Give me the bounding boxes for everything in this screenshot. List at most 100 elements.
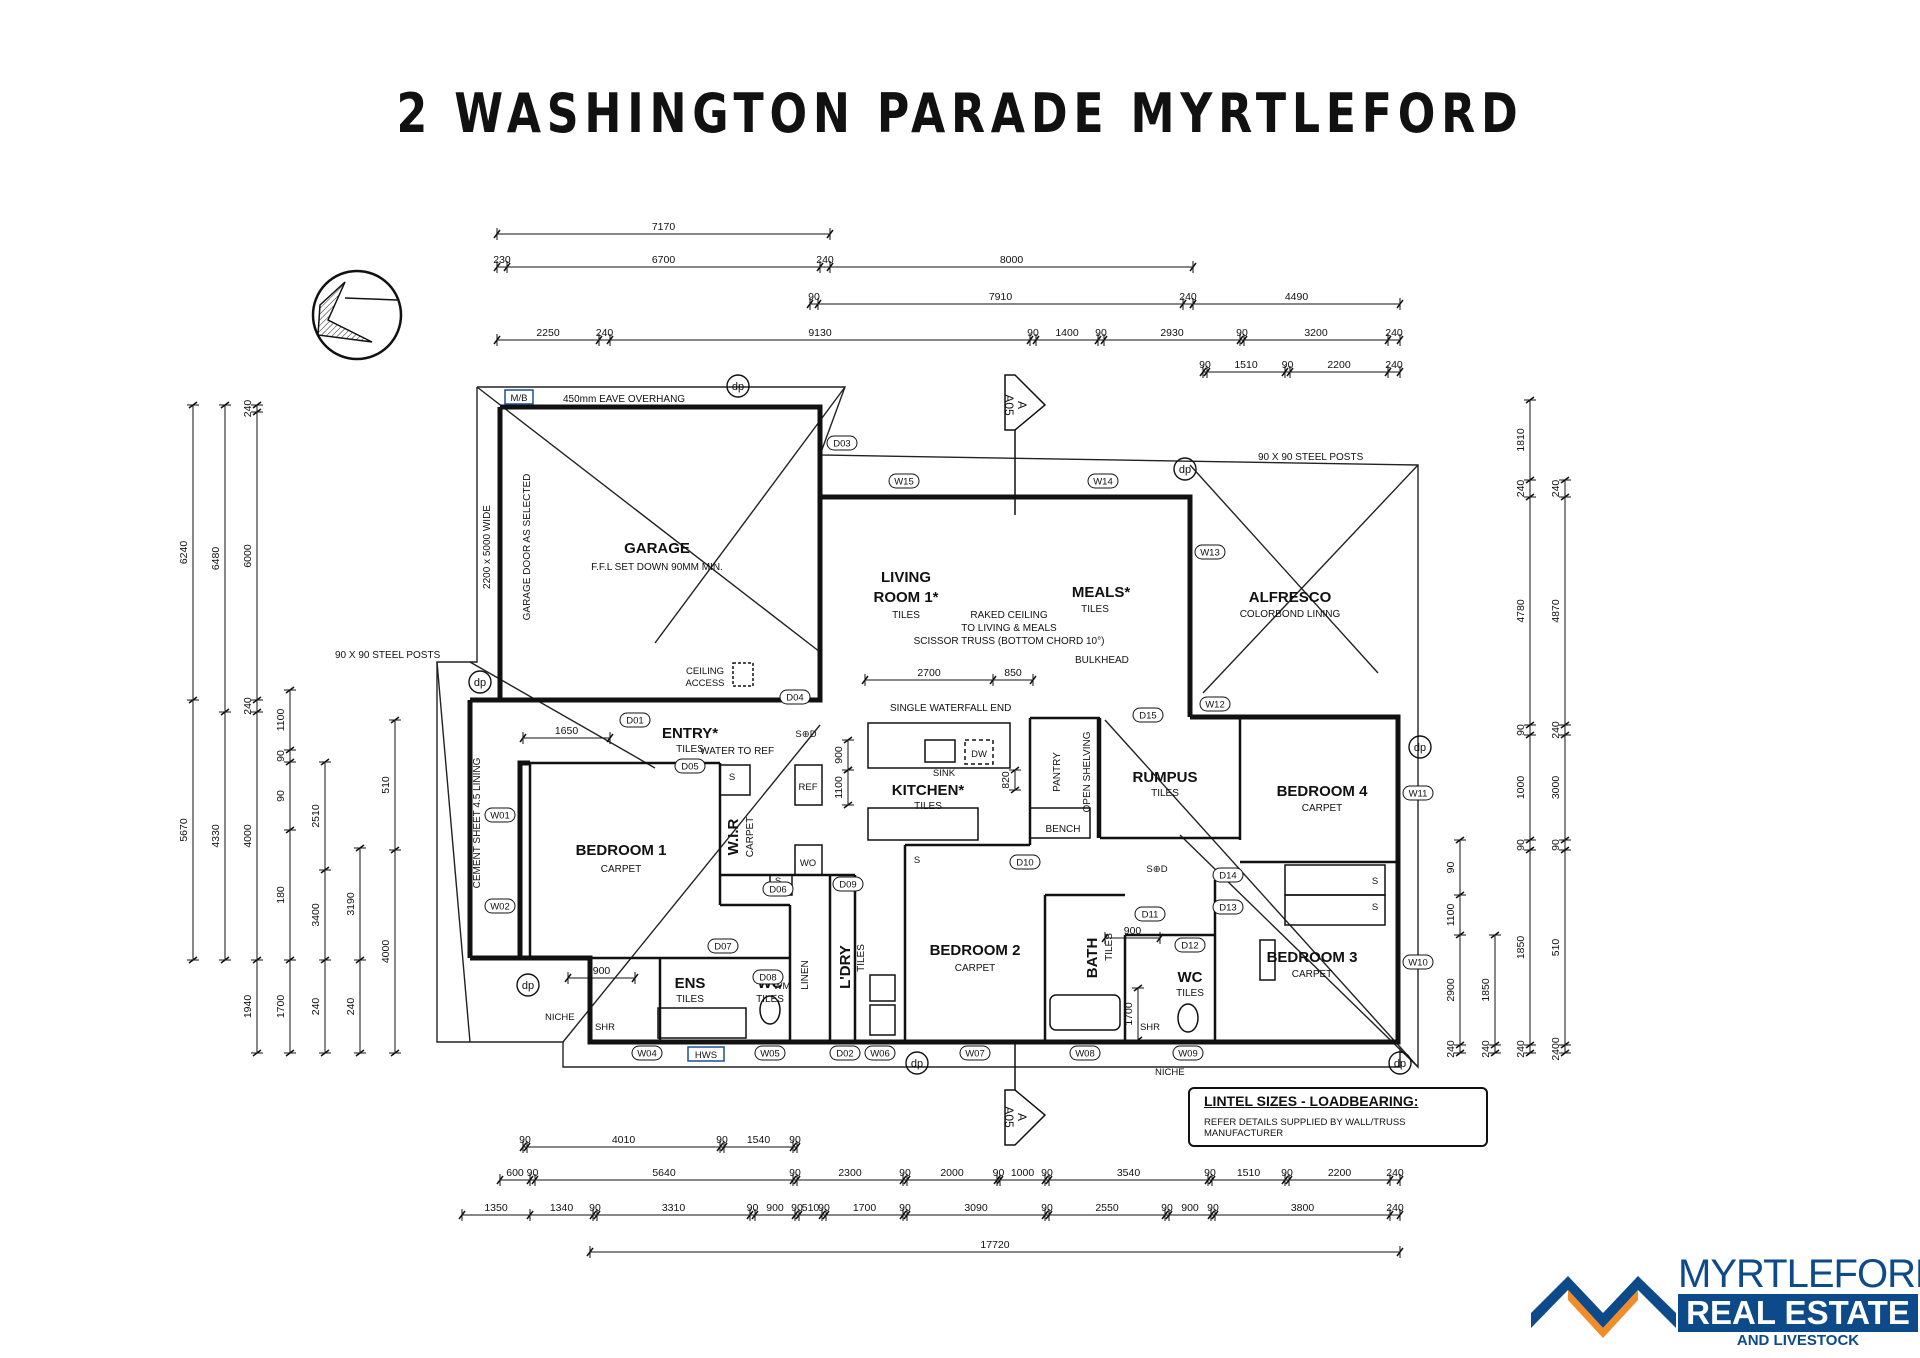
s-bed3: S	[1372, 902, 1378, 913]
tag-frame-w12	[1199, 696, 1231, 712]
room-meals: MEALS*	[1072, 584, 1131, 601]
dim-bot-3: 90	[747, 1202, 759, 1214]
dim-top-5: 240	[1385, 359, 1403, 371]
dim-top-2: 8000	[1000, 254, 1024, 266]
dim-bot-3: 3800	[1291, 1202, 1315, 1214]
tag-d07: D07	[714, 942, 731, 953]
dim-left: 2510	[310, 804, 322, 828]
lintel-note: LINTEL SIZES - LOADBEARING: REFER DETAIL…	[1188, 1087, 1488, 1147]
tag-frame-w11	[1402, 785, 1434, 801]
room-living-1: LIVING	[881, 569, 931, 586]
eave-label: 450mm EAVE OVERHANG	[563, 394, 685, 405]
tag-w14: W14	[1093, 477, 1113, 488]
room-ldry: L'DRY	[837, 945, 854, 989]
tag-w08: W08	[1075, 1049, 1095, 1060]
dim-bot-3: 90	[1041, 1202, 1053, 1214]
dim-right: 90	[1515, 839, 1527, 851]
dim-bot-3: 90	[589, 1202, 601, 1214]
dim-right: 240	[1550, 480, 1562, 498]
dim-bot-1: 90	[789, 1134, 801, 1146]
dim-bot-2: 90	[1281, 1167, 1293, 1179]
tag-frame-d09	[832, 876, 864, 892]
dim-bot-1: 90	[519, 1134, 531, 1146]
dim-top-4: 1400	[1055, 327, 1079, 339]
dim-bot-2: 1000	[1011, 1167, 1035, 1179]
rumpus-finish: TILES	[1151, 788, 1179, 799]
ens-finish: TILES	[676, 994, 704, 1005]
room-bath: BATH	[1084, 938, 1101, 979]
dim-bot-2: 2200	[1328, 1167, 1352, 1179]
tag-frame-d15	[1132, 707, 1164, 723]
posts-right-label: 90 X 90 STEEL POSTS	[1258, 452, 1364, 463]
dim-left: 6480	[210, 547, 222, 571]
dim-left: 3400	[310, 903, 322, 927]
tag-w07: W07	[965, 1049, 985, 1060]
dim-right: 4870	[1550, 599, 1562, 623]
walls	[467, 404, 1401, 1045]
dim-bot-3: 90	[1207, 1202, 1219, 1214]
tag-w05: W05	[760, 1049, 780, 1060]
dim-left: 3190	[345, 892, 357, 916]
tag-frame-w09	[1172, 1045, 1204, 1061]
lintel-text: REFER DETAILS SUPPLIED BY WALL/TRUSS MAN…	[1204, 1117, 1406, 1139]
dim-inner: 1700	[1123, 1002, 1135, 1026]
logo-line-3: AND LIVESTOCK	[1736, 1332, 1860, 1349]
ref-label: REF	[799, 782, 818, 793]
room-alfresco: ALFRESCO	[1249, 589, 1332, 606]
dim-bot-2: 2000	[940, 1167, 964, 1179]
dim-top-4: 90	[1236, 327, 1248, 339]
garage-door-size: 2200 x 5000 WIDE	[482, 505, 493, 589]
hws-tag: HWS	[695, 1050, 717, 1061]
water-ref-label: WATER TO REF	[700, 746, 774, 757]
dim-bot-2: 1510	[1237, 1167, 1261, 1179]
tag-w02: W02	[490, 902, 510, 913]
tag-frame-w14	[1087, 473, 1119, 489]
tag-frame-w13	[1194, 544, 1226, 560]
dim-bot-3: 3090	[964, 1202, 988, 1214]
bedroom-1-finish: CARPET	[601, 864, 642, 875]
tag-w11: W11	[1409, 789, 1428, 800]
ceiling-note-3: SCISSOR TRUSS (BOTTOM CHORD 10°)	[914, 636, 1105, 647]
tag-frame-d10	[1009, 854, 1041, 870]
dim-top-4: 90	[1095, 327, 1107, 339]
bedroom-4-finish: CARPET	[1302, 803, 1343, 814]
pantry-label: PANTRY	[1052, 752, 1063, 792]
dim-left: 180	[275, 886, 287, 904]
dim-right: 4780	[1515, 599, 1527, 623]
dim-left: 1700	[275, 995, 287, 1019]
dim-right: 510	[1550, 939, 1562, 957]
dim-top-2: 6700	[652, 254, 676, 266]
dim-bot-3: 90	[899, 1202, 911, 1214]
s-bed4: S	[1372, 876, 1378, 887]
posts-left-label: 90 X 90 STEEL POSTS	[335, 650, 441, 661]
tag-frame-d12	[1174, 937, 1206, 953]
dim-right: 240	[1480, 1040, 1492, 1058]
dp-label: dp	[522, 980, 534, 992]
dim-bot-1: 1540	[747, 1134, 771, 1146]
meals-finish: TILES	[1081, 604, 1109, 615]
dim-bot-3: 510	[802, 1202, 820, 1214]
niche-right: NICHE	[1155, 1067, 1185, 1078]
tag-d14: D14	[1219, 871, 1236, 882]
dp-label: dp	[911, 1058, 923, 1070]
dim-bot-3: 90	[818, 1202, 830, 1214]
dim-bot-2: 90	[899, 1167, 911, 1179]
bulkhead-label: BULKHEAD	[1075, 655, 1129, 666]
dim-right: 2400	[1550, 1037, 1562, 1061]
room-bedroom-4: BEDROOM 4	[1277, 783, 1369, 800]
dim-right: 3000	[1550, 776, 1562, 800]
room-rumpus: RUMPUS	[1132, 769, 1197, 786]
tag-frame-w15	[888, 473, 920, 489]
shr-ens: SHR	[595, 1022, 615, 1033]
dim-inner: 900	[593, 965, 611, 977]
tag-d03: D03	[833, 439, 850, 450]
room-bedroom-2: BEDROOM 2	[930, 942, 1021, 959]
tag-w06: W06	[870, 1049, 890, 1060]
dim-bot-2: 90	[789, 1167, 801, 1179]
tag-frame-d11	[1134, 906, 1166, 922]
dim-top-4: 9130	[808, 327, 832, 339]
dp-label: dp	[732, 381, 744, 393]
dim-bot-3: 240	[1386, 1202, 1404, 1214]
room-wc-2: WC	[1178, 969, 1203, 986]
tag-w12: W12	[1205, 700, 1225, 711]
